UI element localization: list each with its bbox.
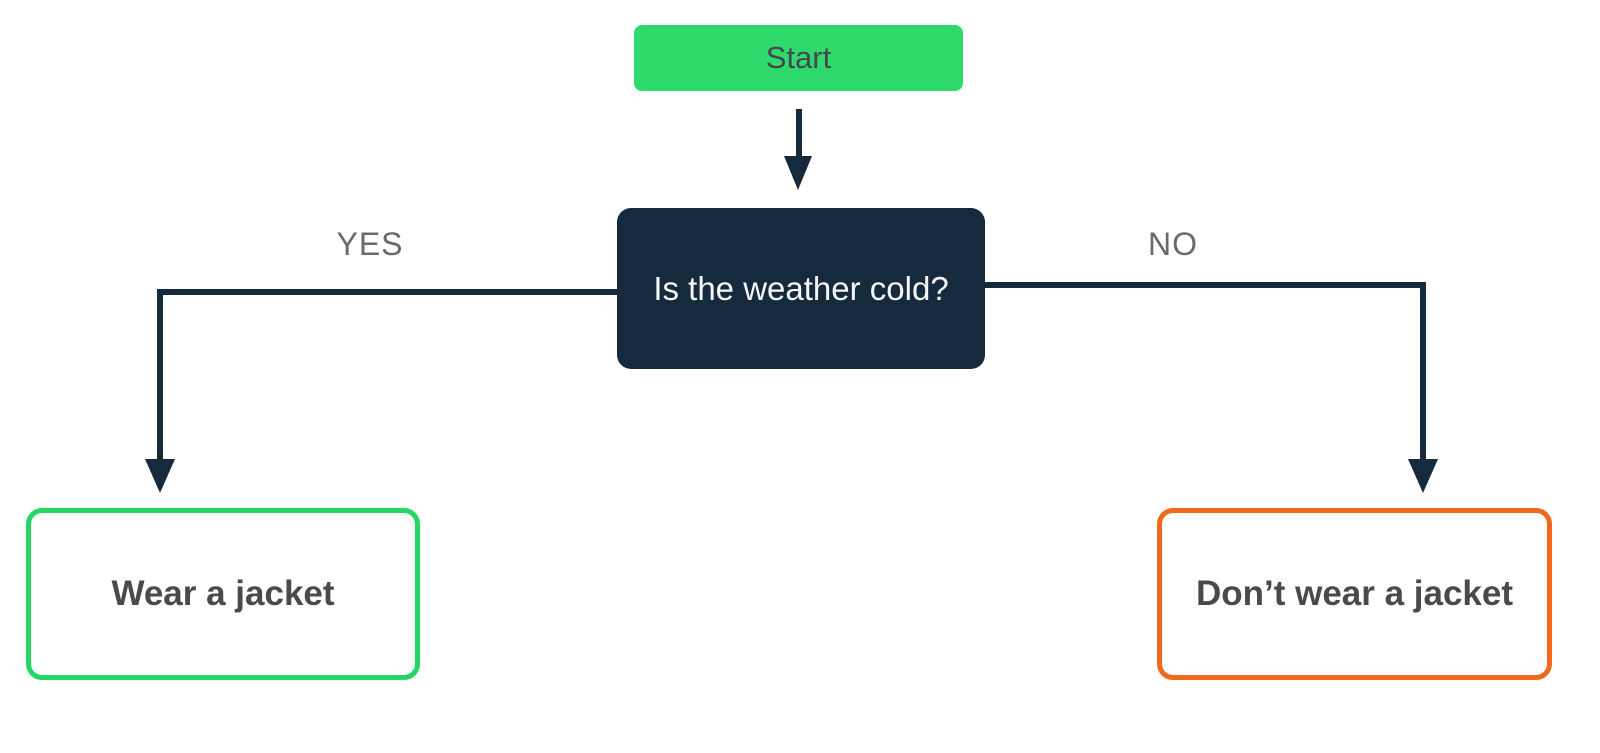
edge-yes-horizontal-line xyxy=(160,289,617,295)
node-start-label: Start xyxy=(765,40,832,75)
node-decision-label: Is the weather cold? xyxy=(653,269,949,307)
node-decision: Is the weather cold? xyxy=(617,208,985,369)
arrowhead-down-icon xyxy=(145,459,175,493)
node-outcome-wear-jacket: Wear a jacket xyxy=(26,508,420,680)
arrowhead-down-icon xyxy=(1408,459,1438,493)
arrowhead-down-icon xyxy=(784,156,812,190)
edge-label-yes: YES xyxy=(336,226,404,262)
node-outcome-wear-jacket-label: Wear a jacket xyxy=(111,574,335,613)
node-outcome-dont-wear-jacket: Don’t wear a jacket xyxy=(1157,508,1552,680)
node-start: Start xyxy=(634,25,963,91)
edge-no-vertical-line xyxy=(1420,282,1426,461)
edge-yes-vertical-line xyxy=(157,289,163,461)
node-outcome-dont-wear-jacket-label: Don’t wear a jacket xyxy=(1195,574,1514,613)
edge-start-shaft xyxy=(796,109,802,157)
edge-no-horizontal-line xyxy=(985,282,1426,288)
edge-label-no: NO xyxy=(1148,226,1198,262)
